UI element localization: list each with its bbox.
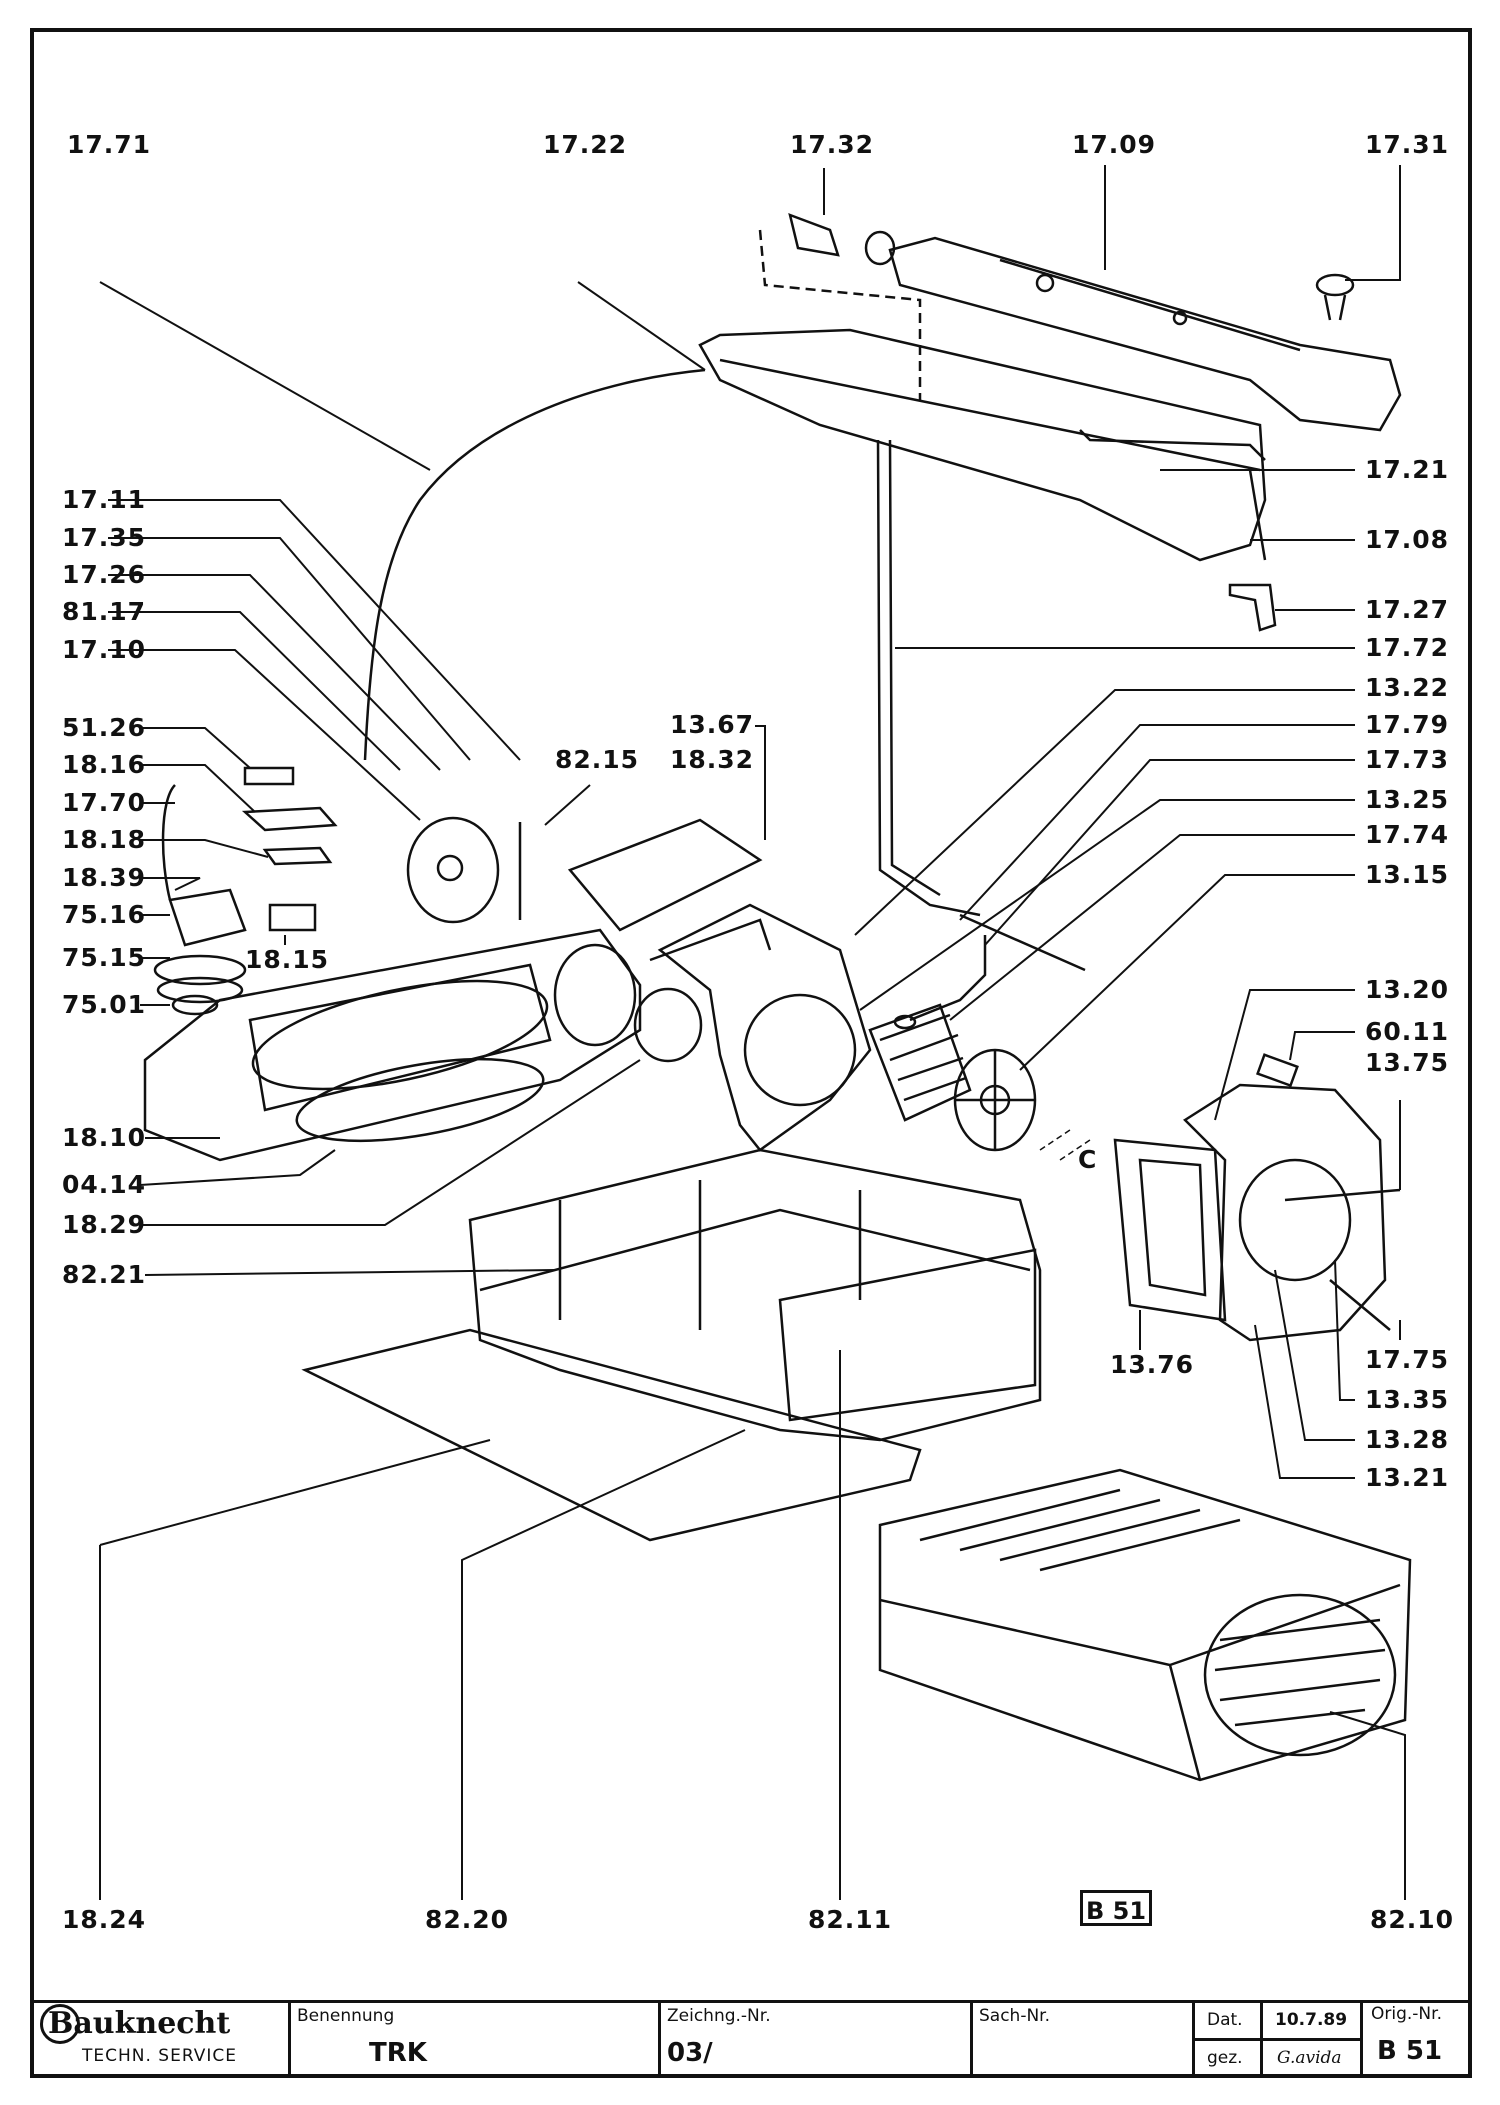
part-bottom-plate: [301, 1328, 922, 1542]
callout-51-26: 51.26: [62, 713, 147, 742]
logo-cell: Bauknecht TECHN. SERVICE: [30, 2000, 288, 2078]
callout-17-75: 17.75: [1365, 1345, 1450, 1374]
callout-13-22: 13.22: [1365, 673, 1450, 702]
callout-82-11: 82.11: [808, 1905, 893, 1934]
benennung-value: TRK: [369, 2038, 427, 2068]
part-fan-housing: [1183, 1083, 1387, 1342]
callout-17-32: 17.32: [790, 130, 875, 159]
callout-75-01: 75.01: [62, 990, 147, 1019]
callout-82-15: 82.15: [555, 745, 640, 774]
callout-c: C: [1078, 1145, 1098, 1174]
callout-13-15: 13.15: [1365, 860, 1450, 889]
orig-cell: Orig.-Nr. B 51: [1360, 2000, 1472, 2078]
callout-13-35: 13.35: [1365, 1385, 1450, 1414]
callout-17-27: 17.27: [1365, 595, 1450, 624]
callout-18-32: 18.32: [670, 745, 755, 774]
part-top-cover: [888, 236, 1402, 432]
sach-label: Sach-Nr.: [979, 2006, 1051, 2026]
callout-13-21: 13.21: [1365, 1463, 1450, 1492]
callout-18-39: 18.39: [62, 863, 147, 892]
logo-mark-icon: [40, 2004, 80, 2044]
callout-13-67: 13.67: [670, 710, 755, 739]
logo-subtitle: TECHN. SERVICE: [82, 2046, 237, 2066]
benennung-cell: Benennung TRK: [288, 2000, 658, 2078]
sheet-badge: B 51: [1080, 1890, 1152, 1926]
title-block: Bauknecht TECHN. SERVICE Benennung TRK Z…: [30, 2000, 1472, 2078]
part-condenser: [878, 1468, 1412, 1782]
benennung-label: Benennung: [297, 2006, 395, 2026]
callout-04-14: 04.14: [62, 1170, 147, 1199]
callout-17-72: 17.72: [1365, 633, 1450, 662]
zeichng-value: 03/: [667, 2038, 713, 2068]
callout-75-16: 75.16: [62, 900, 147, 929]
zeichng-label: Zeichng.-Nr.: [667, 2006, 771, 2026]
callout-13-20: 13.20: [1365, 975, 1450, 1004]
callout-13-76: 13.76: [1110, 1350, 1195, 1379]
dat-gez-value-cell: 10.7.89 G.avida: [1260, 2000, 1363, 2078]
callout-17-22: 17.22: [543, 130, 628, 159]
callout-18-29: 18.29: [62, 1210, 147, 1239]
dat-gez-label-cell: Dat. gez.: [1192, 2000, 1263, 2078]
callout-82-20: 82.20: [425, 1905, 510, 1934]
dat-value: 10.7.89: [1275, 2010, 1348, 2030]
callout-17-70: 17.70: [62, 788, 147, 817]
orig-label: Orig.-Nr.: [1371, 2004, 1442, 2024]
callout-75-15: 75.15: [62, 943, 147, 972]
callout-60-11: 60.11: [1365, 1017, 1450, 1046]
sach-cell: Sach-Nr.: [970, 2000, 1192, 2078]
callout-82-21: 82.21: [62, 1260, 147, 1289]
part-blower-housing: [657, 903, 872, 1152]
callout-17-08: 17.08: [1365, 525, 1450, 554]
callout-13-75: 13.75: [1365, 1048, 1450, 1077]
gez-signature: G.avida: [1277, 2048, 1342, 2068]
callout-17-35: 17.35: [62, 523, 147, 552]
callout-81-17: 81.17: [62, 597, 147, 626]
callout-17-31: 17.31: [1365, 130, 1450, 159]
logo-text: Bauknecht: [48, 2006, 231, 2041]
callout-17-71: 17.71: [67, 130, 152, 159]
callout-17-10: 17.10: [62, 635, 147, 664]
callout-82-10: 82.10: [1370, 1905, 1455, 1934]
callout-17-74: 17.74: [1365, 820, 1450, 849]
callout-17-09: 17.09: [1072, 130, 1157, 159]
drawing-sheet: [30, 28, 1472, 2078]
orig-value: B 51: [1377, 2036, 1443, 2066]
callout-18-16: 18.16: [62, 750, 147, 779]
callout-17-11: 17.11: [62, 485, 147, 514]
part-base-frame: [468, 1148, 1042, 1442]
callout-13-25: 13.25: [1365, 785, 1450, 814]
part-heater-housing: [143, 928, 642, 1162]
callout-18-15: 18.15: [245, 945, 330, 974]
callout-18-10: 18.10: [62, 1123, 147, 1152]
part-tray: [698, 328, 1267, 562]
callout-17-73: 17.73: [1365, 745, 1450, 774]
gez-label: gez.: [1207, 2048, 1243, 2068]
callout-18-18: 18.18: [62, 825, 147, 854]
callout-18-24: 18.24: [62, 1905, 147, 1934]
zeichng-cell: Zeichng.-Nr. 03/: [658, 2000, 970, 2078]
callout-17-26: 17.26: [62, 560, 147, 589]
dat-label: Dat.: [1207, 2010, 1243, 2030]
callout-13-28: 13.28: [1365, 1425, 1450, 1454]
callout-17-79: 17.79: [1365, 710, 1450, 739]
callout-17-21: 17.21: [1365, 455, 1450, 484]
